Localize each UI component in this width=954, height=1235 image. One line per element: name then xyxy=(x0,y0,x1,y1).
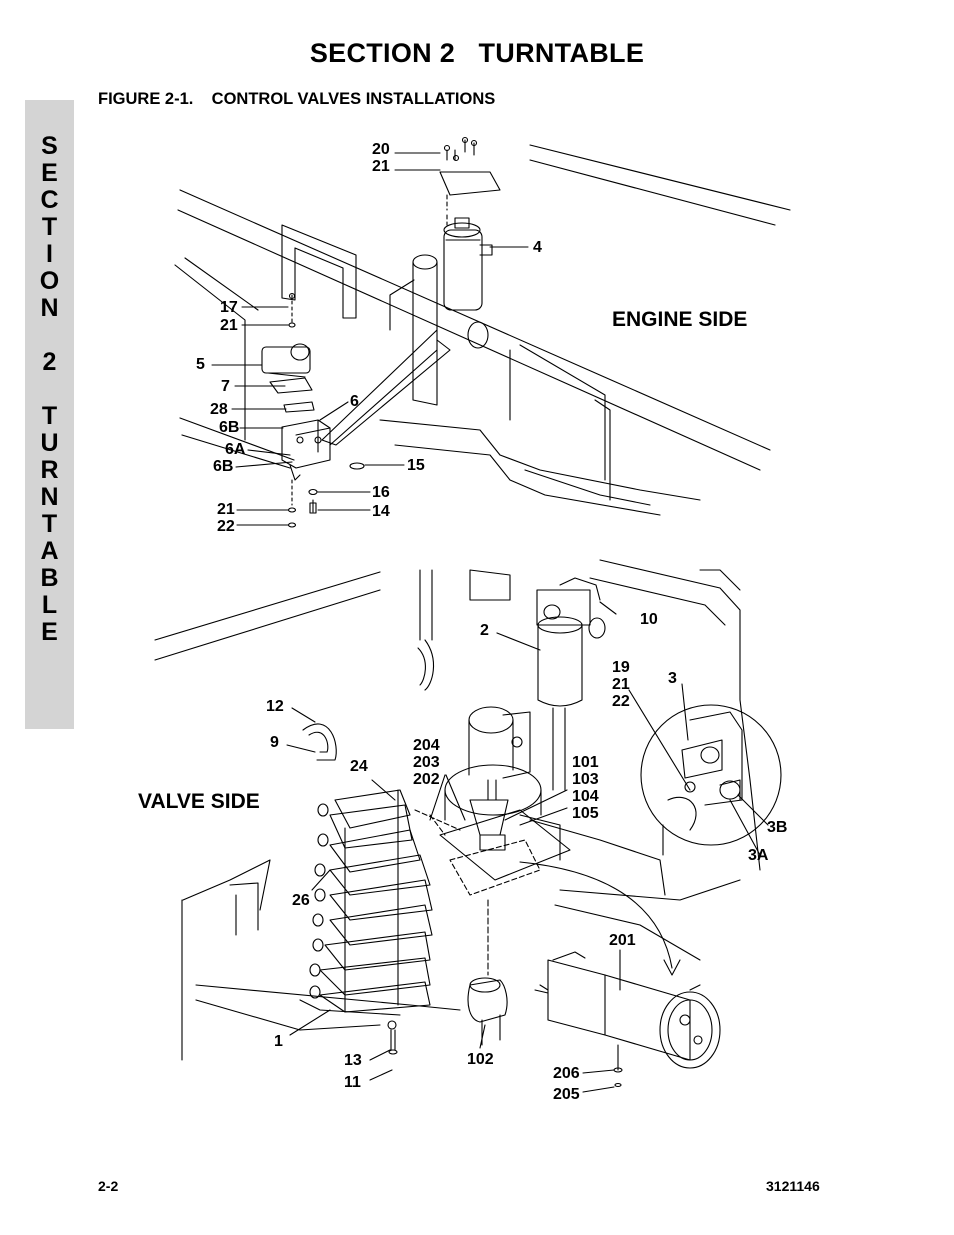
callout-26: 26 xyxy=(292,892,310,909)
figure-title: FIGURE 2-1. CONTROL VALVES INSTALLATIONS xyxy=(98,90,496,108)
side-tab-letter: C xyxy=(40,186,59,214)
hose-bracket-12 xyxy=(302,639,434,761)
callout-102: 102 xyxy=(467,1051,494,1068)
callout-3a: 3A xyxy=(748,847,769,864)
callout-16: 16 xyxy=(372,484,390,501)
solenoid-valve-5 xyxy=(261,343,315,413)
callout-21: 21 xyxy=(217,501,235,518)
valve-lines xyxy=(519,824,681,976)
filter-bracket-hardware xyxy=(439,136,501,226)
callout-12: 12 xyxy=(266,698,284,715)
valve-leader-lines xyxy=(286,601,769,1093)
valve-side-label: VALVE SIDE xyxy=(138,790,260,813)
callout-17: 17 xyxy=(220,299,238,316)
engine-side-label: ENGINE SIDE xyxy=(612,308,748,331)
callout-2: 2 xyxy=(480,622,489,639)
callout-20: 20 xyxy=(372,141,390,158)
callout-21: 21 xyxy=(372,158,390,175)
mounting-post xyxy=(321,254,451,446)
callout-14: 14 xyxy=(372,503,390,520)
callout-13: 13 xyxy=(344,1052,362,1069)
mount-plate xyxy=(414,809,666,896)
callout-9: 9 xyxy=(270,734,279,751)
document-number: 3121146 xyxy=(766,1178,820,1194)
callout-205: 205 xyxy=(553,1086,580,1103)
side-tab-letter: U xyxy=(40,429,59,457)
side-tab-letter: T xyxy=(41,510,58,538)
valve-side-frame xyxy=(154,559,761,1061)
callout-6: 6 xyxy=(350,393,359,410)
callout-15: 15 xyxy=(407,457,425,474)
callout-4: 4 xyxy=(533,239,542,256)
callout-24: 24 xyxy=(350,758,368,775)
callout-204-203-202: 204 203 202 xyxy=(413,737,440,788)
callout-10: 10 xyxy=(640,611,658,628)
side-tab-letter: O xyxy=(39,267,60,295)
side-tab-letter: S xyxy=(41,132,58,160)
callout-6b: 6B xyxy=(219,419,240,436)
side-tab-letter: A xyxy=(40,537,59,565)
detail-circle-3 xyxy=(640,704,782,846)
callout-6a: 6A xyxy=(225,441,246,458)
pressure-filter-2 xyxy=(536,577,606,791)
side-tab-letter: T xyxy=(41,213,58,241)
side-tab-letter: L xyxy=(41,591,58,619)
return-filter xyxy=(443,217,493,349)
callout-201: 201 xyxy=(609,932,636,949)
section-title: SECTION 2 TURNTABLE xyxy=(309,38,645,68)
side-tab-letter: E xyxy=(41,618,58,646)
side-tab-letter: I xyxy=(46,240,53,268)
side-tab-letter: N xyxy=(40,294,59,322)
side-tab-letter: R xyxy=(40,456,59,484)
side-tab-letter: T xyxy=(41,402,58,430)
valve-bank-1 xyxy=(309,789,433,1055)
side-tab-letter: B xyxy=(40,564,59,592)
callout-101-103-104-105: 101 103 104 105 xyxy=(572,754,599,822)
motor-201 xyxy=(534,951,721,1088)
callout-3: 3 xyxy=(668,670,677,687)
page-number: 2-2 xyxy=(98,1178,119,1194)
callout-1: 1 xyxy=(274,1033,283,1050)
callout-206: 206 xyxy=(553,1065,580,1082)
manifold-6 xyxy=(281,419,365,481)
callout-11: 11 xyxy=(344,1074,361,1091)
side-tab-letter: E xyxy=(41,159,58,187)
bellhousing-102 xyxy=(467,899,508,1046)
callout-6b: 6B xyxy=(213,458,234,475)
side-tab-letter: 2 xyxy=(42,348,57,376)
bracket-plate xyxy=(281,224,357,319)
callout-22: 22 xyxy=(217,518,235,535)
callout-7: 7 xyxy=(221,378,230,395)
side-tab-letter: N xyxy=(40,483,59,511)
callout-28: 28 xyxy=(210,401,228,418)
callout-3b: 3B xyxy=(767,819,788,836)
callout-21: 21 xyxy=(220,317,238,334)
callout-5: 5 xyxy=(196,356,205,373)
engine-leader-lines xyxy=(179,152,529,526)
callout-19-21-22: 19 21 22 xyxy=(612,659,630,710)
